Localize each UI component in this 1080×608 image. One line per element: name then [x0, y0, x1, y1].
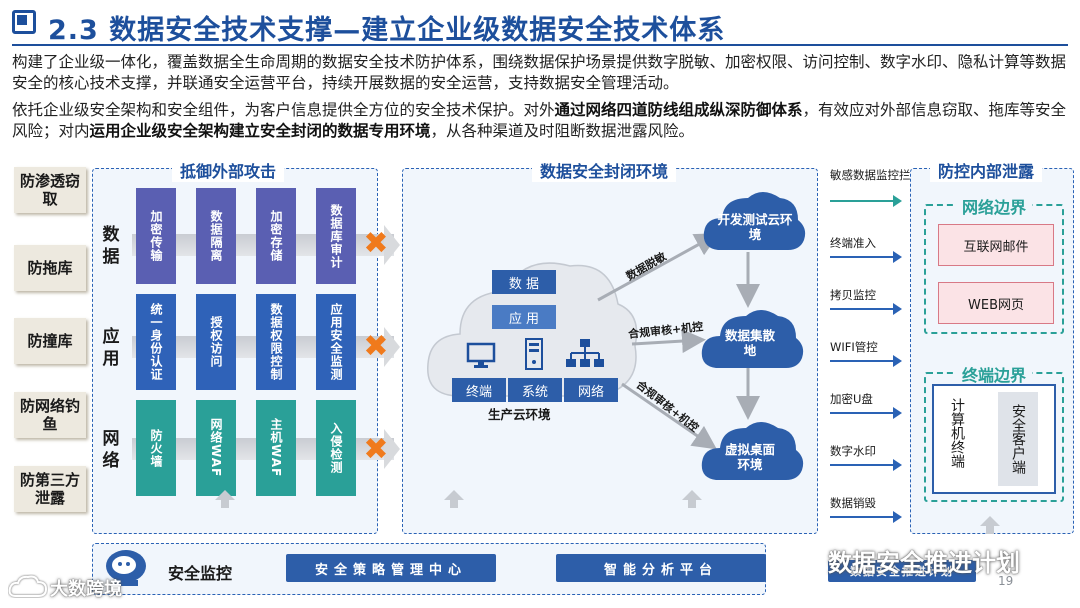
row-label-data: 数据: [102, 225, 120, 267]
cell-firewall: 防火墙: [136, 400, 176, 496]
label-anti-phishing: 防网络钓鱼: [14, 392, 86, 438]
block-x-icon: ✖: [363, 432, 389, 467]
monitor-icon: [466, 342, 496, 370]
label-anti-dump: 防拖库: [14, 245, 86, 291]
cell-data-isolation: 数据隔离: [196, 188, 236, 284]
cell-app-monitoring: 应用安全监测: [316, 294, 356, 390]
data-hub-cloud-shape: [701, 310, 804, 368]
arrow-label-copy-monitor: 拷贝监控: [830, 288, 876, 302]
data-security-plan-button: 数据安全推进计划: [828, 560, 976, 582]
up-arrow-icon: [682, 490, 702, 500]
intro-paragraph-1: 构建了企业级一体化，覆盖数据全生命周期的数据安全技术防护体系，围绕数据保护场景提…: [12, 53, 1067, 92]
arrow-sensitive-data: [830, 195, 902, 207]
arrow-copy-monitor: [830, 303, 902, 315]
arrow-label-watermark: 数字水印: [830, 444, 876, 458]
cell-data-permission: 数据权限控制: [256, 294, 296, 390]
security-policy-center: 安全策略管理中心: [286, 554, 496, 582]
terminal-border-title: 终端边界: [956, 362, 1033, 386]
defense-panel-title: 抵御外部攻击: [172, 158, 285, 182]
cloud-logo-icon: [8, 574, 48, 598]
row-arrow-data: [384, 225, 400, 265]
security-client-box: 安全客户端: [998, 392, 1038, 486]
cloud-virtual-desktop: 虚拟桌面环境: [724, 442, 775, 472]
arrow-watermark: [830, 459, 902, 471]
arrow-terminal-access: [830, 251, 902, 263]
row-arrow-network: [384, 429, 400, 469]
computer-terminal-label: 计算机终端: [949, 398, 965, 468]
tab-network: 网络: [564, 378, 618, 402]
intro-paragraph-2: 依托企业级安全架构和安全组件，为客户信息提供全方位的安全技术保护。对外通过网络四…: [12, 101, 1067, 140]
up-arrow-stem: [688, 500, 696, 508]
cell-host-waf: 主机WAF: [256, 400, 296, 496]
up-arrow-stem: [450, 500, 458, 508]
production-cloud-label: 生产云环境: [488, 407, 551, 422]
internet-mail-box: 互联网邮件: [938, 224, 1054, 266]
wechat-icon: [788, 544, 824, 572]
cloud-data-hub: 数据集散地: [724, 328, 775, 358]
watermark-left: 大数跨境: [50, 579, 122, 600]
cell-network-waf: 网络WAF: [196, 400, 236, 496]
cell-encrypted-storage: 加密存储: [256, 188, 296, 284]
prod-data-block: 数 据: [492, 270, 556, 294]
cell-intrusion-detection: 入侵检测: [316, 400, 356, 496]
dev-test-cloud-shape: [703, 192, 806, 250]
tab-terminal: 终端: [452, 378, 506, 402]
network-border-title: 网络边界: [956, 194, 1033, 218]
intelligent-analysis-platform: 智能分析平台: [556, 554, 766, 582]
web-page-box: WEB网页: [938, 282, 1054, 324]
arrow-label-destroy: 数据销毁: [830, 496, 876, 510]
security-client-label: 安全客户端: [1010, 404, 1026, 474]
page-title: 2.3 数据安全技术支撑—建立企业级数据安全技术体系: [48, 15, 726, 46]
block-x-icon: ✖: [363, 226, 389, 261]
tab-system: 系统: [508, 378, 562, 402]
title-divider: [12, 44, 1068, 46]
arrow-label-usb: 加密U盘: [830, 392, 873, 406]
watermark-right: 数据安全推进计划: [828, 549, 1020, 577]
up-arrow-stem: [221, 500, 229, 508]
closed-env-title: 数据安全封闭环境: [532, 158, 677, 182]
label-anti-penetration: 防渗透窃取: [14, 167, 86, 213]
up-arrow-stem: [986, 526, 994, 534]
cell-unified-auth: 统一身份认证: [136, 294, 176, 390]
server-icon: [524, 338, 544, 370]
row-arrow-app: [384, 327, 400, 367]
arrow-wifi: [830, 355, 902, 367]
network-topology-icon: [566, 338, 604, 370]
arrow-label-wifi: WIFI管控: [830, 340, 878, 354]
virtual-desktop-cloud-shape: [701, 422, 804, 480]
title-square-icon: [12, 10, 36, 34]
arrow-label-sensitive: 敏感数据监控拦截: [830, 168, 922, 182]
row-label-network: 网络: [102, 429, 120, 471]
up-arrow-icon: [215, 490, 235, 500]
monitor-head-icon: [104, 548, 148, 588]
block-x-icon: ✖: [363, 329, 389, 364]
prod-app-block: 应 用: [492, 305, 556, 329]
cell-encrypted-transport: 加密传输: [136, 188, 176, 284]
arrow-label-terminal-access: 终端准入: [830, 236, 876, 250]
cloud-dev-test: 开发测试云环境: [717, 212, 793, 242]
page-number: 19: [998, 574, 1014, 588]
inner-leak-title: 防控内部泄露: [930, 158, 1043, 182]
cell-authorized-access: 授权访问: [196, 294, 236, 390]
label-anti-third-party-leak: 防第三方泄露: [14, 466, 86, 512]
arrow-destroy: [830, 511, 902, 523]
monitoring-label: 安全监控: [168, 564, 233, 583]
cell-db-audit: 数据库审计: [316, 188, 356, 284]
arrow-usb: [830, 407, 902, 419]
row-label-app: 应用: [102, 327, 120, 369]
label-anti-credential-stuffing: 防撞库: [14, 318, 86, 364]
up-arrow-icon: [444, 490, 464, 500]
up-arrow-icon: [980, 516, 1000, 526]
